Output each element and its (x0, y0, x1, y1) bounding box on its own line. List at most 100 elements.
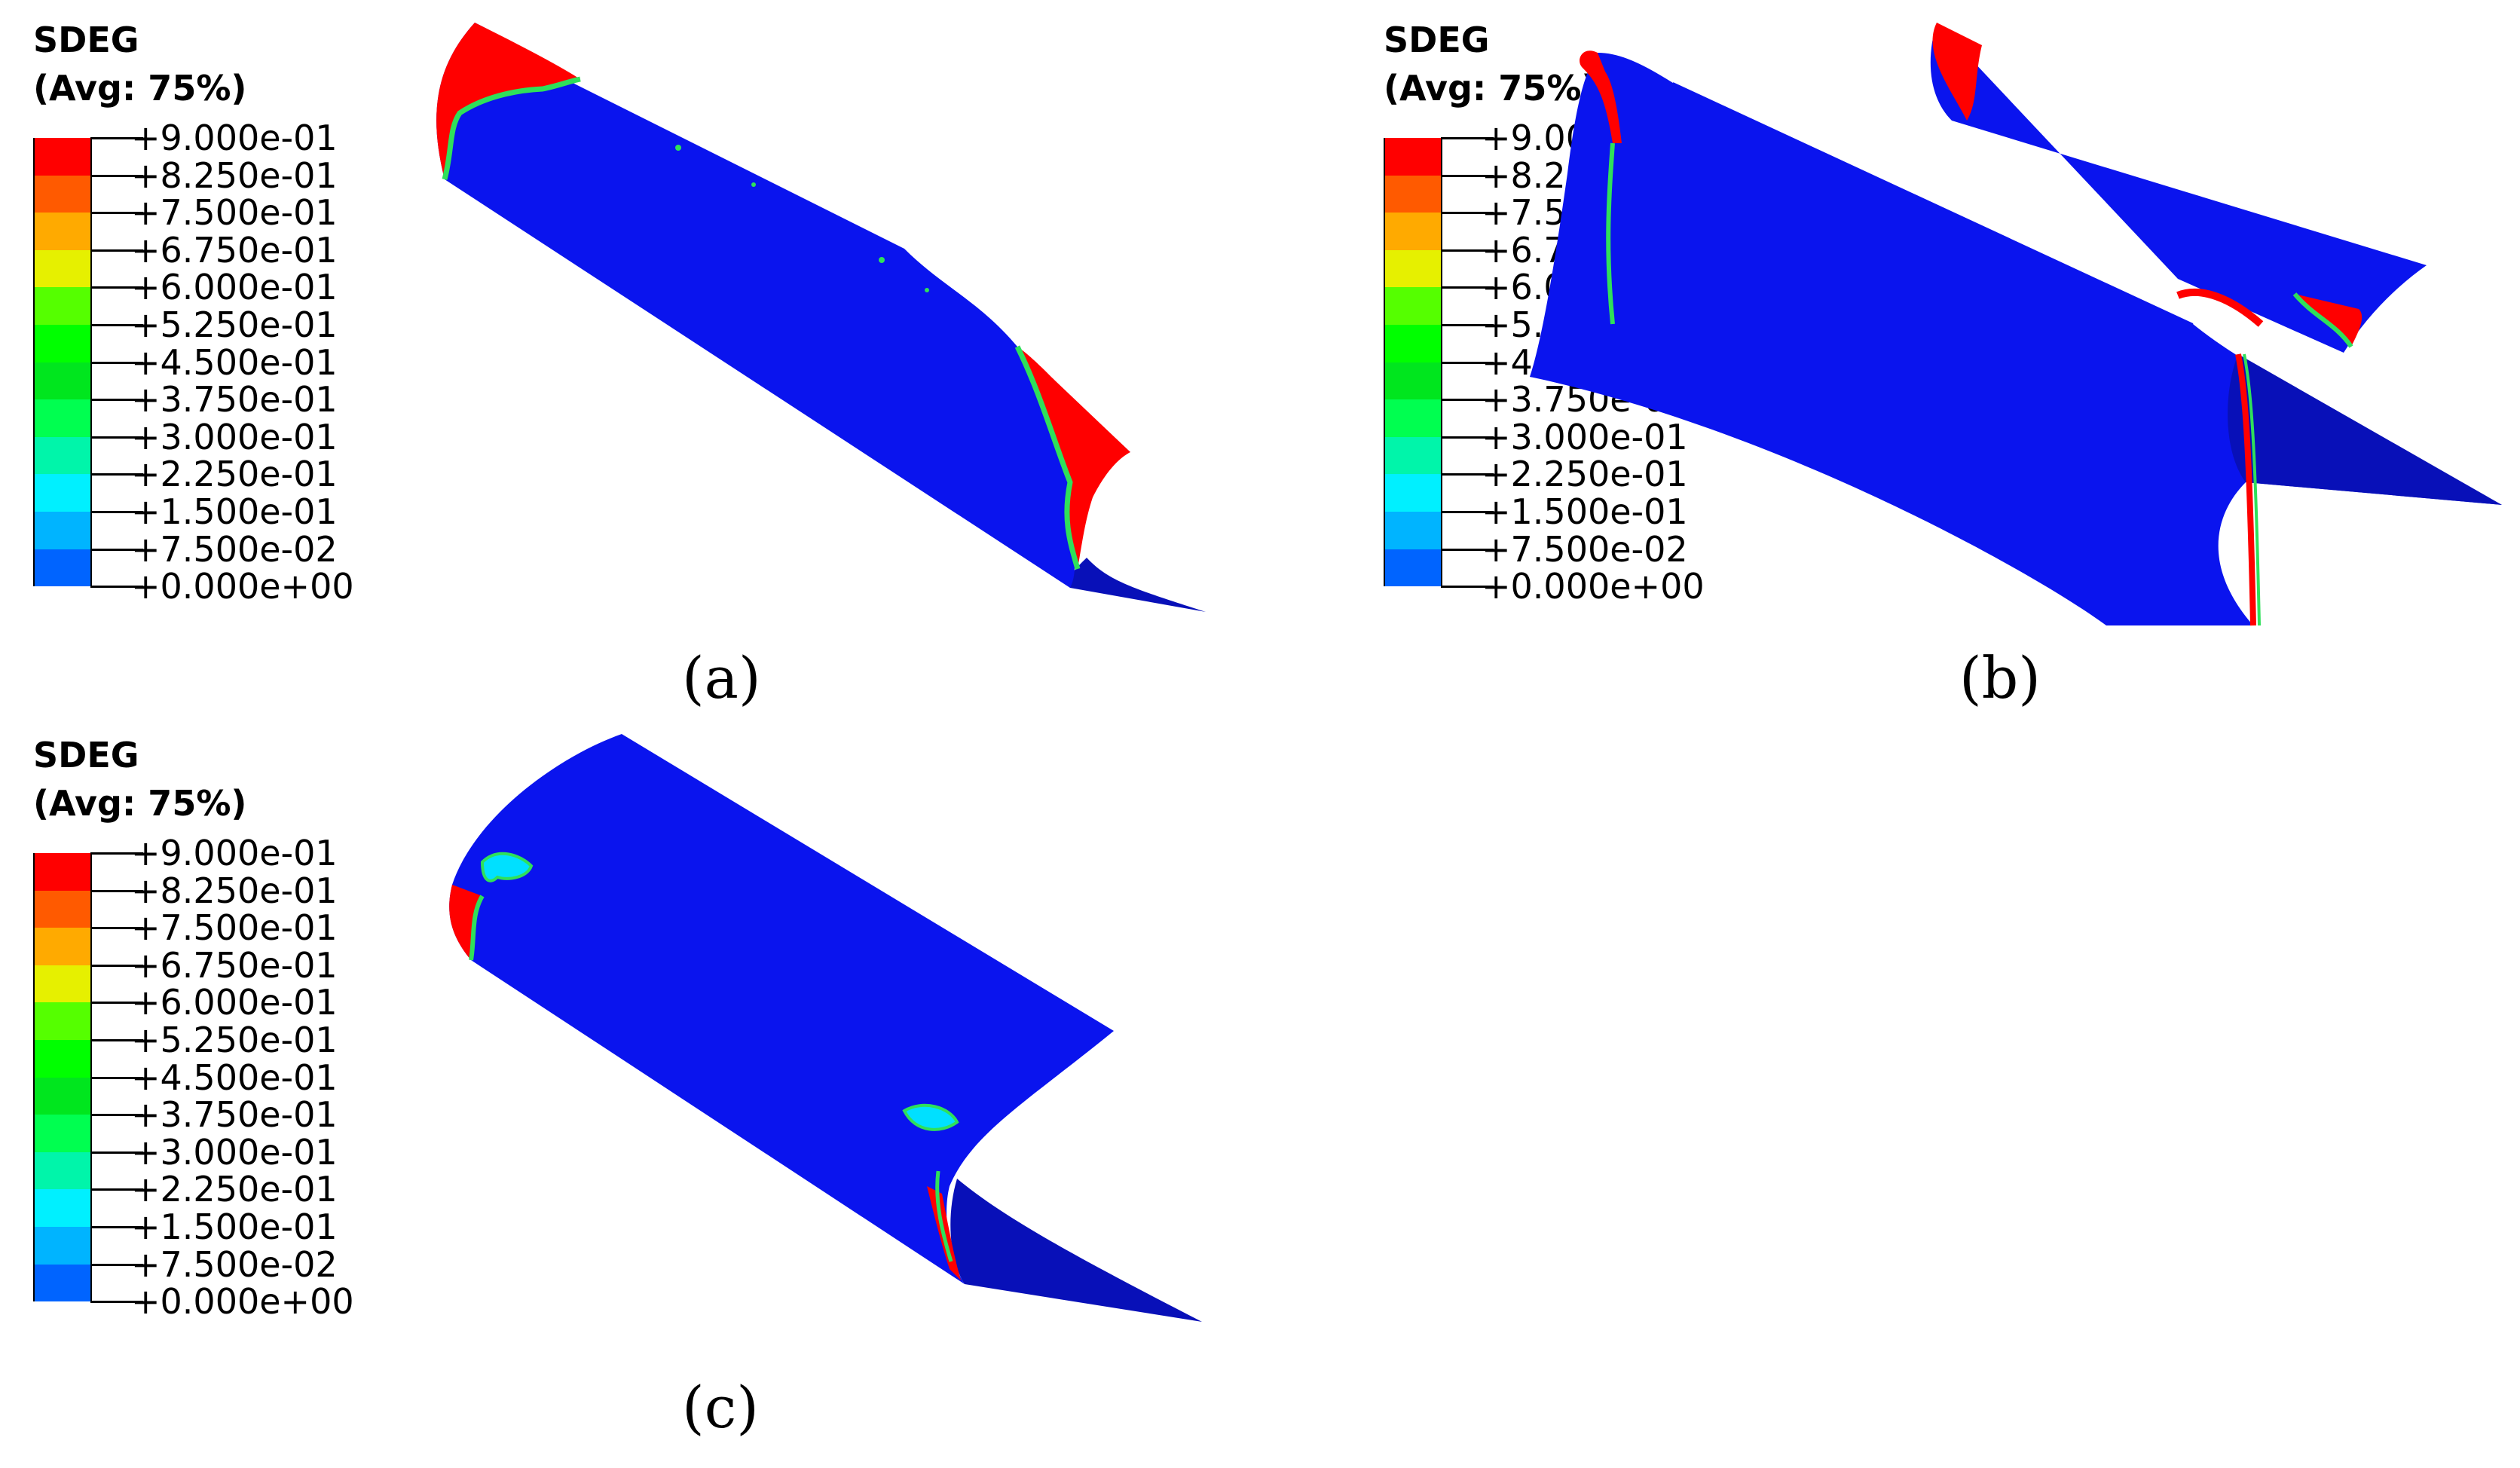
legend-label: +4.500e-01 (131, 341, 338, 383)
legend-swatch (1384, 175, 1442, 213)
legend-tick (90, 361, 143, 364)
damage-zone-right (1017, 347, 1130, 569)
damage-zone-upper-left (1932, 23, 1982, 121)
legend-label: +1.500e-01 (131, 491, 338, 532)
legend-tick (90, 1301, 143, 1304)
legend-tick (1441, 286, 1494, 289)
legend-tick (90, 1114, 143, 1117)
legend-tick (90, 511, 143, 513)
legend-label: +6.000e-01 (131, 982, 338, 1023)
legend-title: SDEG (1384, 20, 1490, 60)
legend-swatch (33, 965, 92, 1003)
legend-tick (1441, 249, 1494, 252)
legend-tick (90, 1002, 143, 1005)
shell-model-b (1530, 23, 2502, 626)
legend-swatch (33, 474, 92, 512)
shell-model-c (449, 734, 1202, 1322)
legend-swatch (1384, 549, 1442, 587)
damage-zone-top-left (436, 23, 580, 179)
legend-label: +3.000e-01 (131, 1131, 338, 1173)
caption-b: (b) (1959, 644, 2041, 711)
damage-fringe-right (1014, 345, 1081, 570)
legend-label: +8.250e-01 (131, 154, 338, 196)
legend-swatch (33, 1227, 92, 1265)
legend-swatch (1384, 213, 1442, 250)
legend-label: +0.000e+00 (131, 566, 354, 607)
shell-model-a (436, 23, 1206, 612)
legend-swatch (33, 1077, 92, 1115)
legend-tick (90, 137, 143, 139)
legend-averaging: (Avg: 75%) (33, 783, 247, 824)
shell-flange (1068, 558, 1206, 612)
legend-label: +0.000e+00 (131, 1281, 354, 1323)
shell-lower-face (2228, 354, 2502, 505)
legend-swatch (33, 1264, 92, 1302)
legend-title: SDEG (33, 735, 139, 775)
legend-tick (90, 212, 143, 215)
legend-tick (90, 249, 143, 252)
damage-zone-upper-right (2295, 294, 2362, 347)
legend-tick (1441, 473, 1494, 476)
legend-tick (90, 889, 143, 892)
legend-swatch (33, 399, 92, 437)
legend-tick (90, 1151, 143, 1154)
legend-label: +4.500e-01 (131, 1057, 338, 1098)
legend-swatch (33, 1151, 92, 1190)
legend-swatch (1384, 474, 1442, 512)
legend-label: +3.750e-01 (131, 1094, 338, 1136)
legend-label: +1.500e-01 (1482, 491, 1688, 532)
legend-swatch (33, 853, 92, 891)
panel-a: SDEG (Avg: 75%) +9.000e-01+8.250e-01+7.5… (0, 0, 1260, 734)
legend-tick (90, 473, 143, 476)
legend-tick (90, 286, 143, 289)
legend-swatch (33, 1002, 92, 1040)
shell-body (436, 23, 1130, 588)
legend-tick (1441, 436, 1494, 439)
legend-label: +2.250e-01 (131, 454, 338, 495)
damage-zone-center-fold (2235, 353, 2256, 626)
legend-a: SDEG (Avg: 75%) +9.000e-01+8.250e-01+7.5… (33, 23, 440, 625)
caption-c: (c) (682, 1374, 759, 1441)
legend-label: +9.000e-01 (131, 833, 338, 873)
legend-label: +6.750e-01 (131, 944, 338, 986)
legend-swatch (1384, 249, 1442, 288)
legend-title: SDEG (33, 20, 139, 60)
legend-label: +9.000e-01 (131, 118, 338, 158)
legend-tick (90, 927, 143, 930)
legend-swatch (33, 928, 92, 965)
legend-label: +7.500e-01 (131, 192, 338, 234)
legend-tick (90, 852, 143, 855)
damage-fringe-top-left (442, 76, 581, 180)
legend-label: +6.750e-01 (131, 229, 338, 271)
legend-swatch (1384, 399, 1442, 437)
damage-zone-left-edge (449, 885, 482, 960)
legend-swatch (1384, 138, 1442, 176)
legend-tick (1441, 399, 1494, 402)
shell-flange (950, 1179, 1202, 1322)
legend-swatch (33, 549, 92, 587)
legend-label: +0.000e+00 (1482, 566, 1705, 607)
legend-swatch (1384, 436, 1442, 475)
legend-tick (1441, 361, 1494, 364)
legend-swatch (1384, 362, 1442, 400)
panel-c: SDEG (Avg: 75%) +9.000e-01+8.250e-01+7.5… (0, 734, 1260, 1468)
legend-label: +7.500e-02 (1482, 528, 1688, 570)
legend-tick (1441, 137, 1494, 139)
legend-tick (90, 324, 143, 326)
legend-tick (90, 1039, 143, 1041)
legend-tick (1441, 174, 1494, 177)
legend-averaging: (Avg: 75%) (33, 68, 247, 109)
legend-label: +3.000e-01 (1482, 416, 1688, 457)
legend-tick (90, 964, 143, 967)
legend-averaging: (Avg: 75%) (1384, 68, 1598, 109)
legend-swatch (33, 249, 92, 288)
legend-tick (1441, 212, 1494, 215)
panel-b: SDEG (Avg: 75%) +9.000e-01+8.250e-01+7.5… (1356, 0, 2520, 734)
legend-swatch (33, 512, 92, 549)
shell-body (449, 734, 1114, 1284)
legend-label: +3.000e-01 (131, 416, 338, 457)
legend-tick (90, 586, 143, 589)
caption-a: (a) (682, 644, 761, 711)
legend-swatch (33, 175, 92, 213)
legend-label: +8.250e-01 (131, 870, 338, 911)
